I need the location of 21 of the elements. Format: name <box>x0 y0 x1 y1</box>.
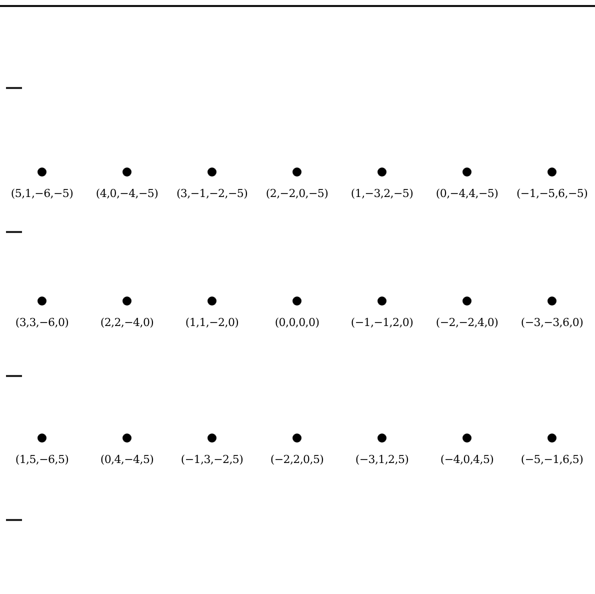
coordinate-label: (3,3,−6,0) <box>15 316 69 329</box>
coordinate-label: (−1,−1,2,0) <box>350 316 414 329</box>
coordinate-label: (1,5,−6,5) <box>15 453 69 466</box>
coordinate-label: (−3,1,2,5) <box>355 453 409 466</box>
coordinate-label: (1,1,−2,0) <box>185 316 239 329</box>
coordinate-label: (2,−2,0,−5) <box>266 187 328 200</box>
coordinate-label: (−2,2,0,5) <box>270 453 324 466</box>
coordinate-label: (0,0,0,0) <box>274 316 320 329</box>
coordinate-label: (−3,−3,6,0) <box>520 316 584 329</box>
coordinate-label: (0,4,−4,5) <box>100 453 154 466</box>
coordinate-label: (1,−3,2,−5) <box>350 187 414 200</box>
coordinate-label: (2,2,−4,0) <box>100 316 154 329</box>
coordinate-label: (−2,−2,4,0) <box>436 316 498 329</box>
coordinate-label: (0,−4,4,−5) <box>436 187 498 200</box>
coordinate-label: (5,1,−6,−5) <box>10 187 74 200</box>
coordinate-label: (4,0,−4,−5) <box>96 187 158 200</box>
coordinate-label: (−1,−5,6,−5) <box>516 187 588 200</box>
coordinate-label: (−1,3,−2,5) <box>180 453 244 466</box>
coordinate-label: (−5,−1,6,5) <box>520 453 584 466</box>
coordinate-label: (−4,0,4,5) <box>440 453 494 466</box>
coordinate-label: (3,−1,−2,−5) <box>176 187 248 200</box>
